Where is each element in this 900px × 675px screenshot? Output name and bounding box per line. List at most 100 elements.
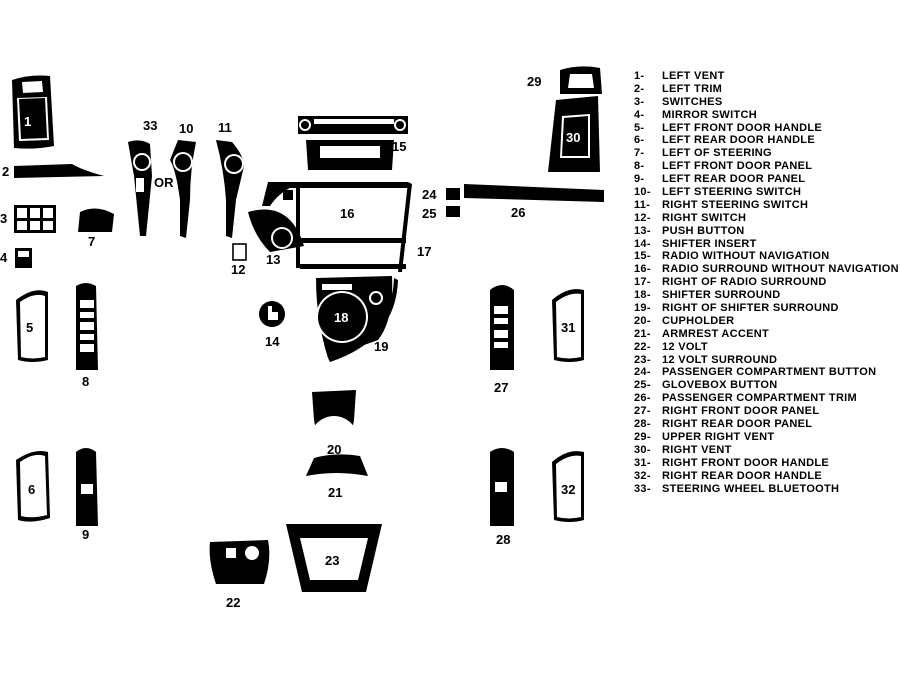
legend-number: 22- — [634, 340, 651, 353]
legend-part-name: RIGHT VENT — [662, 443, 732, 456]
callout-1: 1 — [24, 114, 32, 129]
part-22-12-volt — [209, 540, 270, 584]
legend-part-name: UPPER RIGHT VENT — [662, 430, 775, 443]
part-17-right-of-radio-surround — [398, 182, 412, 272]
legend-part-name: LEFT FRONT DOOR PANEL — [662, 160, 813, 173]
legend-part-name: RADIO SURROUND WITHOUT NAVIGATION — [662, 263, 899, 276]
legend-part-name: RIGHT REAR DOOR PANEL — [662, 418, 813, 431]
callout-31: 31 — [561, 320, 576, 335]
legend-number: 20- — [634, 314, 651, 327]
legend-row: 16- RADIO SURROUND WITHOUT NAVIGATION — [634, 263, 900, 276]
callout-32: 32 — [561, 482, 576, 497]
legend-part-name: GLOVEBOX BUTTON — [662, 379, 778, 392]
callout-33: 33 — [143, 118, 158, 133]
part-20-cupholder — [310, 390, 358, 464]
part-7-left-of-steering — [78, 208, 114, 232]
legend-row: 22-12 VOLT — [634, 341, 900, 354]
legend-row: 1-LEFT VENT — [634, 70, 900, 83]
part-25-glovebox-button — [446, 206, 460, 217]
legend-row: 8-LEFT FRONT DOOR PANEL — [634, 160, 900, 173]
legend-part-name: LEFT FRONT DOOR HANDLE — [662, 121, 822, 134]
legend-row: 9-LEFT REAR DOOR PANEL — [634, 173, 900, 186]
legend-number: 16- — [634, 263, 651, 276]
legend-row: 6-LEFT REAR DOOR HANDLE — [634, 134, 900, 147]
callout-18: 18 — [334, 310, 349, 325]
legend-part-name: PUSH BUTTON — [662, 224, 745, 237]
part-11-right-steering-switch — [216, 140, 244, 238]
legend-number: 18- — [634, 289, 651, 302]
legend-part-name: RADIO WITHOUT NAVIGATION — [662, 250, 830, 263]
part-19-right-of-shifter-surround — [328, 278, 398, 362]
part-13-push-button — [248, 209, 304, 252]
part-24-passenger-compartment-button — [446, 188, 460, 200]
legend-row: 2-LEFT TRIM — [634, 83, 900, 96]
part-15-radio-without-navigation — [298, 116, 408, 170]
legend-number: 30- — [634, 443, 651, 456]
legend-number: 25- — [634, 379, 651, 392]
legend-row: 4-MIRROR SWITCH — [634, 109, 900, 122]
legend-row: 21-ARMREST ACCENT — [634, 328, 900, 341]
legend-part-name: CUPHOLDER — [662, 314, 735, 327]
legend-part-name: PASSENGER COMPARTMENT BUTTON — [662, 366, 877, 379]
legend-number: 27- — [634, 405, 651, 418]
part-14-shifter-insert — [259, 301, 285, 327]
legend-part-name: LEFT OF STEERING — [662, 147, 772, 160]
part-10-left-steering-switch — [170, 140, 196, 238]
legend-part-name: LEFT REAR DOOR HANDLE — [662, 134, 815, 147]
legend-row: 32-RIGHT REAR DOOR HANDLE — [634, 470, 900, 483]
legend-row: 13- PUSH BUTTON — [634, 225, 900, 238]
legend-number: 10- — [634, 186, 651, 199]
callout-8: 8 — [82, 374, 90, 389]
callout-9: 9 — [82, 527, 90, 542]
legend-part-name: LEFT TRIM — [662, 82, 723, 95]
legend-row: 19-RIGHT OF SHIFTER SURROUND — [634, 302, 900, 315]
callout-11: 11 — [218, 120, 232, 135]
part-30-right-vent — [548, 96, 600, 172]
legend-number: 26- — [634, 392, 651, 405]
legend-part-name: LEFT STEERING SWITCH — [662, 186, 802, 199]
callout-22: 22 — [226, 595, 241, 610]
legend-number: 33- — [634, 482, 651, 495]
legend-part-name: RIGHT FRONT DOOR PANEL — [662, 405, 820, 418]
legend-row: 5- LEFT FRONT DOOR HANDLE — [634, 122, 900, 135]
callout-14: 14 — [265, 334, 280, 349]
callout-19: 19 — [374, 339, 389, 354]
legend-number: 19- — [634, 302, 651, 315]
callout-3: 3 — [0, 211, 8, 226]
callout-24: 24 — [422, 187, 437, 202]
callout-12: 12 — [231, 262, 246, 277]
legend-number: 13- — [634, 224, 651, 237]
legend-row: 20- CUPHOLDER — [634, 315, 900, 328]
part-12-right-switch — [232, 243, 247, 261]
callout-27: 27 — [494, 380, 509, 395]
part-4-mirror-switch — [15, 248, 32, 268]
legend-number: 9- — [634, 173, 645, 186]
legend-number: 23- — [634, 353, 651, 366]
callout-4: 4 — [0, 250, 8, 265]
legend-number: 3- — [634, 95, 645, 108]
callout-16: 16 — [340, 206, 355, 221]
legend-number: 5- — [634, 121, 645, 134]
part-5-left-front-door-handle — [16, 290, 48, 362]
part-21-armrest-accent — [306, 454, 368, 476]
legend-number: 15- — [634, 250, 651, 263]
callout-28: 28 — [496, 532, 511, 547]
callout-20: 20 — [327, 442, 342, 457]
legend-number: 17- — [634, 276, 651, 289]
part-29-upper-right-vent — [560, 66, 602, 94]
legend-number: 24- — [634, 366, 651, 379]
legend-row: 31-RIGHT FRONT DOOR HANDLE — [634, 457, 900, 470]
part-1-left-vent — [12, 75, 54, 149]
legend-number: 31- — [634, 456, 651, 469]
legend-row: 23-12 VOLT SURROUND — [634, 354, 900, 367]
part-28-right-rear-door-panel — [490, 448, 514, 526]
callout-7: 7 — [88, 234, 96, 249]
legend-part-name: SWITCHES — [662, 95, 723, 108]
callout-25: 25 — [422, 206, 437, 221]
legend-number: 21- — [634, 327, 651, 340]
part-32-right-rear-door-handle — [552, 451, 584, 522]
callout-21: 21 — [328, 485, 343, 500]
part-23-12-volt-surround — [286, 524, 382, 592]
legend-row: 17-RIGHT OF RADIO SURROUND — [634, 276, 900, 289]
legend-number: 4- — [634, 108, 645, 121]
